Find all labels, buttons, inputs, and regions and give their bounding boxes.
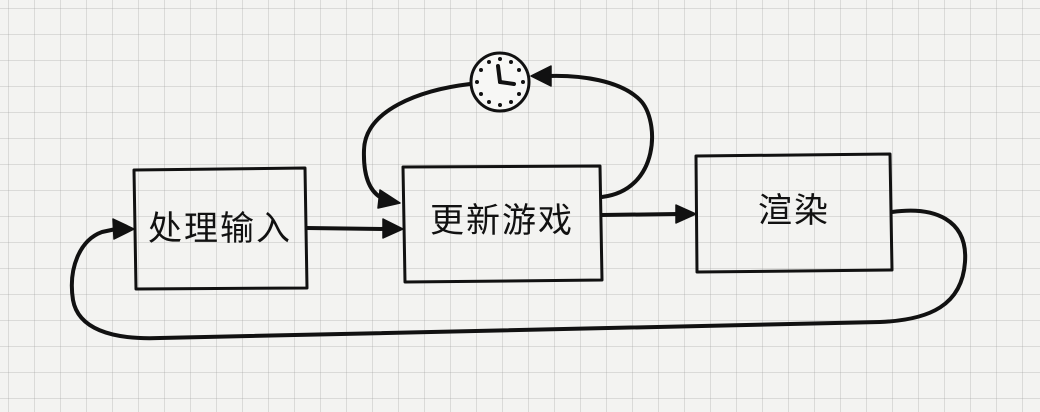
render-box <box>694 152 894 274</box>
arrow-update-to-render <box>600 204 697 224</box>
render-label: 渲染 <box>758 191 830 231</box>
clock-icon <box>469 51 531 113</box>
update-game-node: 更新游戏 <box>401 164 604 284</box>
process-input-node: 处理输入 <box>132 166 309 291</box>
clock-minute-hand <box>498 80 516 86</box>
process-input-label: 处理输入 <box>148 209 292 249</box>
clock-ticks <box>475 57 525 107</box>
update-game-label: 更新游戏 <box>430 201 574 241</box>
render-node: 渲染 <box>694 152 894 274</box>
update-game-box <box>401 164 604 284</box>
arrow-update-self-loop <box>361 65 655 209</box>
arrow-input-to-update <box>305 218 404 239</box>
clock-hour-hand <box>496 64 502 84</box>
process-input-box <box>132 166 309 291</box>
arrow-render-to-input-loop <box>69 208 968 341</box>
